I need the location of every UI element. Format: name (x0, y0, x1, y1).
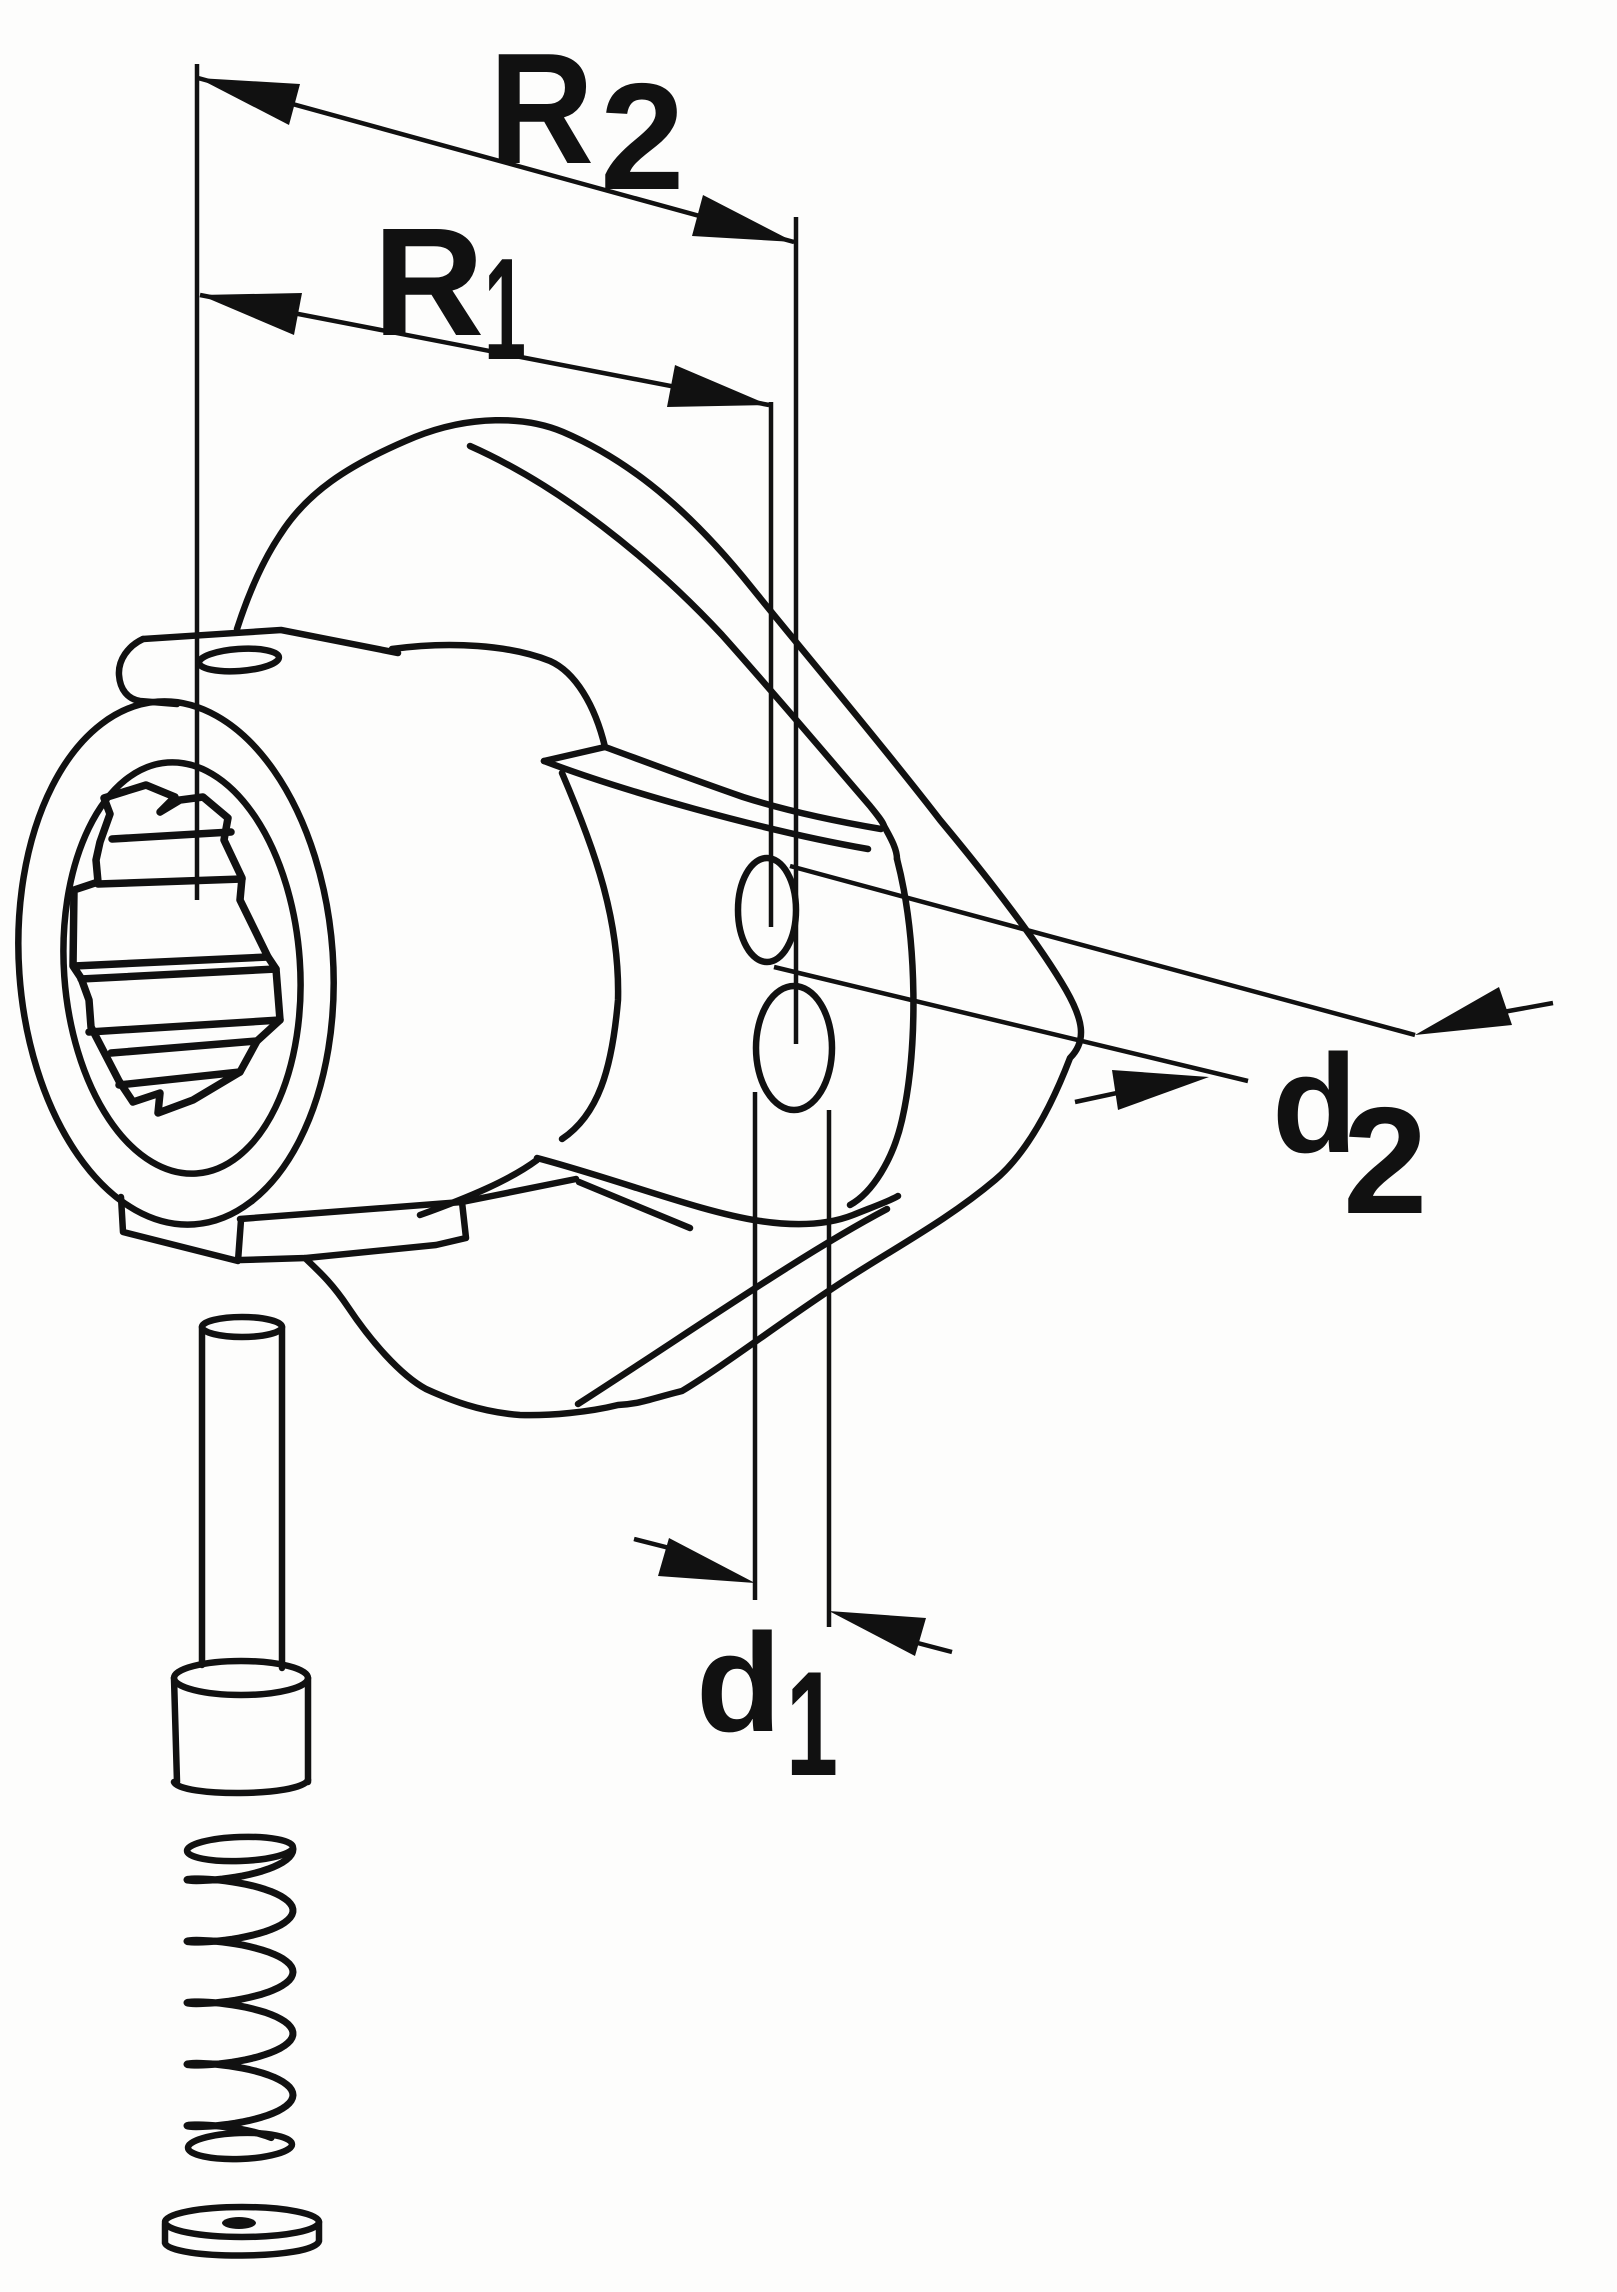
svg-text:1: 1 (786, 1640, 838, 1807)
svg-text:2: 2 (1343, 1076, 1428, 1246)
svg-text:d: d (696, 1604, 782, 1761)
svg-text:2: 2 (600, 52, 685, 222)
svg-text:d: d (1272, 1025, 1358, 1182)
svg-text:1: 1 (484, 228, 526, 390)
svg-text:R: R (489, 21, 594, 197)
svg-text:R: R (373, 196, 484, 368)
